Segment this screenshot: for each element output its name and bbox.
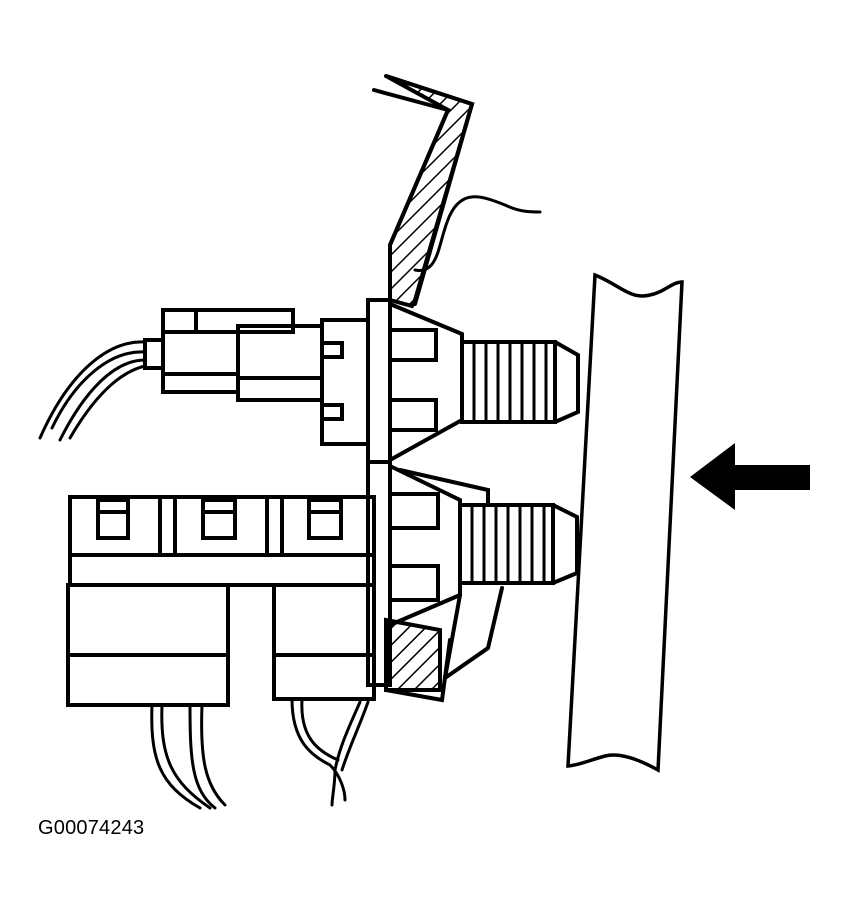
figure-id-label: G00074243 bbox=[38, 817, 145, 839]
upper-switch bbox=[388, 302, 580, 462]
lower-connector-wires bbox=[150, 697, 370, 810]
lower-switch bbox=[388, 464, 579, 680]
bracket-wire bbox=[413, 195, 542, 272]
upper-connector bbox=[143, 308, 370, 446]
direction-arrow-icon bbox=[690, 443, 810, 510]
mounting-bracket bbox=[372, 74, 475, 703]
upper-connector-wires bbox=[38, 340, 147, 442]
pedal-arm bbox=[566, 272, 684, 773]
lower-connector bbox=[66, 495, 376, 707]
